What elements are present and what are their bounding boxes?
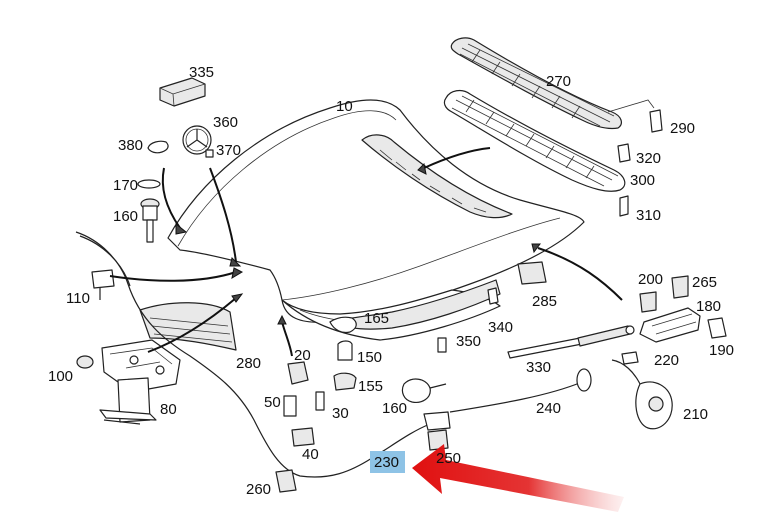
label-330: 330 (526, 359, 551, 376)
grille-frame-300 (443, 89, 626, 192)
label-285: 285 (532, 293, 557, 310)
label-40: 40 (302, 446, 319, 463)
label-320: 320 (636, 150, 661, 167)
label-180: 180 (696, 298, 721, 315)
label-30: 30 (332, 405, 349, 422)
release-lever-80 (99, 409, 157, 425)
label-190: 190 (709, 342, 734, 359)
part-labels: 10 20 30 40 50 80 100 110 150 155 160 16… (48, 64, 734, 498)
hinge-180 (639, 275, 727, 343)
clip-370 (205, 149, 214, 158)
gas-strut-330 (507, 325, 635, 359)
label-250: 250 (436, 450, 461, 467)
label-150: 150 (357, 349, 382, 366)
label-170: 170 (113, 177, 138, 194)
label-230: 230 (374, 454, 399, 471)
label-280: 280 (236, 355, 261, 372)
cable-240 (449, 368, 592, 413)
label-300: 300 (630, 172, 655, 189)
lock-assembly-100 (76, 339, 181, 423)
label-380: 380 (118, 137, 143, 154)
label-265: 265 (692, 274, 717, 291)
label-165: 165 (364, 310, 389, 327)
hood-panel (167, 99, 585, 341)
bumper-160 (140, 198, 160, 243)
label-350: 350 (456, 333, 481, 350)
label-240: 240 (536, 400, 561, 417)
label-160-bottom: 160 (382, 400, 407, 417)
label-20: 20 (294, 347, 311, 364)
label-80: 80 (160, 401, 177, 418)
seal-ring-170 (137, 179, 161, 189)
pointer-arrows (109, 147, 623, 357)
label-370: 370 (216, 142, 241, 159)
air-guide-280 (139, 302, 237, 351)
badge-380 (147, 140, 169, 154)
leader-line-290 (607, 99, 655, 113)
latch-210 (611, 351, 673, 430)
label-270: 270 (546, 73, 571, 90)
pad-335 (159, 77, 206, 107)
label-290: 290 (670, 120, 695, 137)
star-emblem-360 (182, 125, 212, 155)
label-160-top: 160 (113, 208, 138, 225)
label-100: 100 (48, 368, 73, 385)
label-360: 360 (213, 114, 238, 131)
label-210: 210 (683, 406, 708, 423)
small-parts-lower (275, 109, 663, 493)
label-340: 340 (488, 319, 513, 336)
label-110: 110 (66, 290, 90, 307)
label-200: 200 (638, 271, 663, 288)
label-10: 10 (336, 98, 353, 115)
label-335: 335 (189, 64, 214, 81)
air-intake-grille-270 (450, 37, 622, 130)
red-pointer-arrow (412, 444, 624, 512)
label-310: 310 (636, 207, 661, 224)
label-155: 155 (358, 378, 383, 395)
label-220: 220 (654, 352, 679, 369)
label-260: 260 (246, 481, 271, 498)
label-50: 50 (264, 394, 281, 411)
highlight-box-230 (370, 451, 405, 473)
